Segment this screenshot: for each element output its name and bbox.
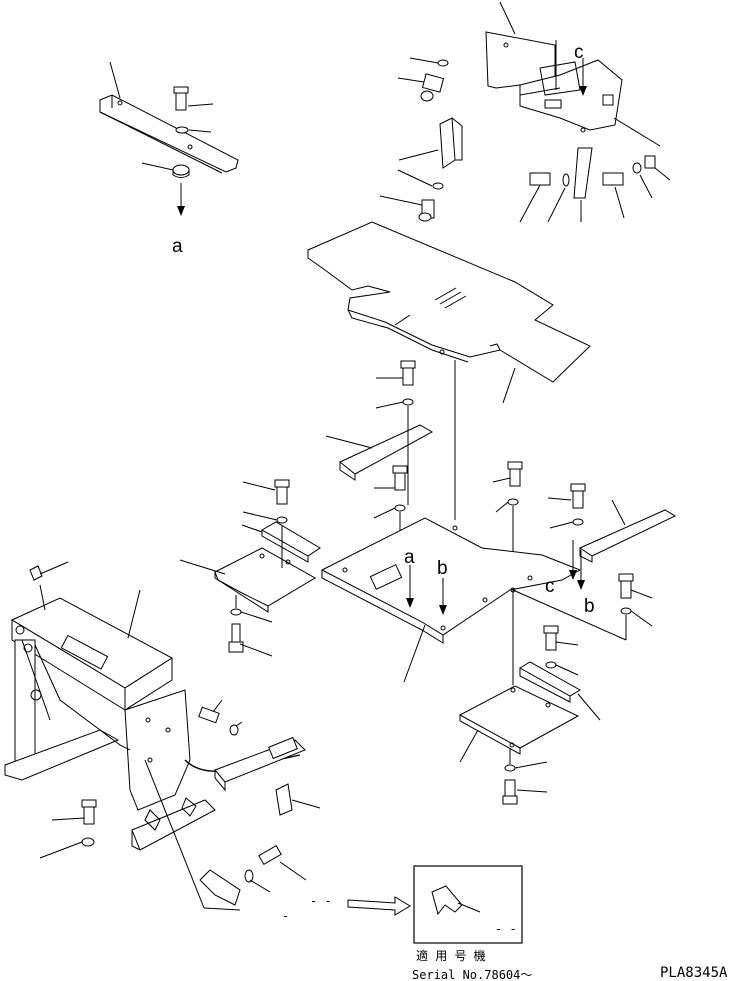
bolt — [545, 631, 557, 651]
bolt — [602, 172, 624, 186]
hook — [199, 869, 241, 906]
small-bracket — [519, 661, 581, 697]
drawing-code: PLA8345A — [660, 965, 728, 981]
bracket-group-top-left — [99, 61, 239, 216]
link-bar — [573, 147, 593, 199]
washer — [276, 516, 288, 524]
small-bracket — [260, 521, 321, 557]
long-bracket — [99, 94, 239, 173]
bolt — [529, 172, 551, 186]
washer — [572, 518, 584, 526]
long-angle-bracket — [339, 424, 434, 475]
washer — [545, 661, 557, 669]
washer — [81, 837, 95, 847]
small-plate — [214, 547, 316, 607]
bolt — [402, 366, 414, 386]
bolt — [29, 565, 43, 581]
inset-box — [413, 865, 523, 944]
serial-number: Serial No.78604～ — [412, 968, 532, 981]
floor-mat — [307, 221, 591, 404]
bolt — [258, 844, 282, 866]
bolt — [83, 805, 95, 825]
frame-stand — [4, 561, 321, 911]
washer — [175, 126, 189, 134]
washer — [620, 607, 632, 615]
bolt — [231, 623, 241, 645]
corner-bracket — [519, 59, 623, 131]
bolt — [504, 779, 516, 799]
bolt — [421, 73, 445, 93]
long-angle-bracket — [578, 509, 677, 557]
washer — [230, 608, 242, 616]
bolt — [620, 579, 632, 599]
right-group — [458, 483, 677, 805]
inset-hook — [431, 885, 463, 916]
callout-c-top: c — [574, 42, 584, 63]
washer — [244, 869, 254, 883]
washer — [437, 59, 449, 67]
floor-plate — [320, 517, 582, 636]
inset-dash-label: - - — [495, 922, 517, 936]
callout-b-mid: b — [437, 558, 448, 579]
bolt — [394, 471, 406, 491]
outside-dash-mark: - — [282, 909, 289, 923]
washer — [507, 498, 519, 506]
applicable-label: 適 用 号 機 — [416, 948, 486, 963]
bolt — [276, 485, 288, 505]
bolt — [198, 706, 220, 724]
spacer — [172, 164, 190, 176]
washer — [229, 724, 239, 736]
callout-a-top: a — [172, 236, 183, 257]
angle-bracket — [439, 117, 456, 169]
clip — [275, 783, 293, 816]
center-group — [320, 360, 582, 685]
washer — [632, 162, 642, 174]
outside-dash-label: - - — [310, 894, 332, 908]
bolt — [572, 489, 584, 509]
washer — [432, 182, 444, 190]
callout-a-mid: a — [404, 547, 415, 568]
washer — [394, 504, 406, 512]
small-plate — [458, 685, 580, 749]
washer — [402, 398, 414, 406]
reference-arrow — [347, 896, 411, 916]
washer — [504, 764, 516, 772]
left-plate-group — [179, 479, 321, 657]
callout-b-right: b — [584, 596, 595, 617]
bolt — [509, 467, 521, 487]
washer — [562, 173, 570, 187]
bracket-group-top-right — [379, 1, 671, 223]
callout-c-right: c — [545, 576, 555, 597]
